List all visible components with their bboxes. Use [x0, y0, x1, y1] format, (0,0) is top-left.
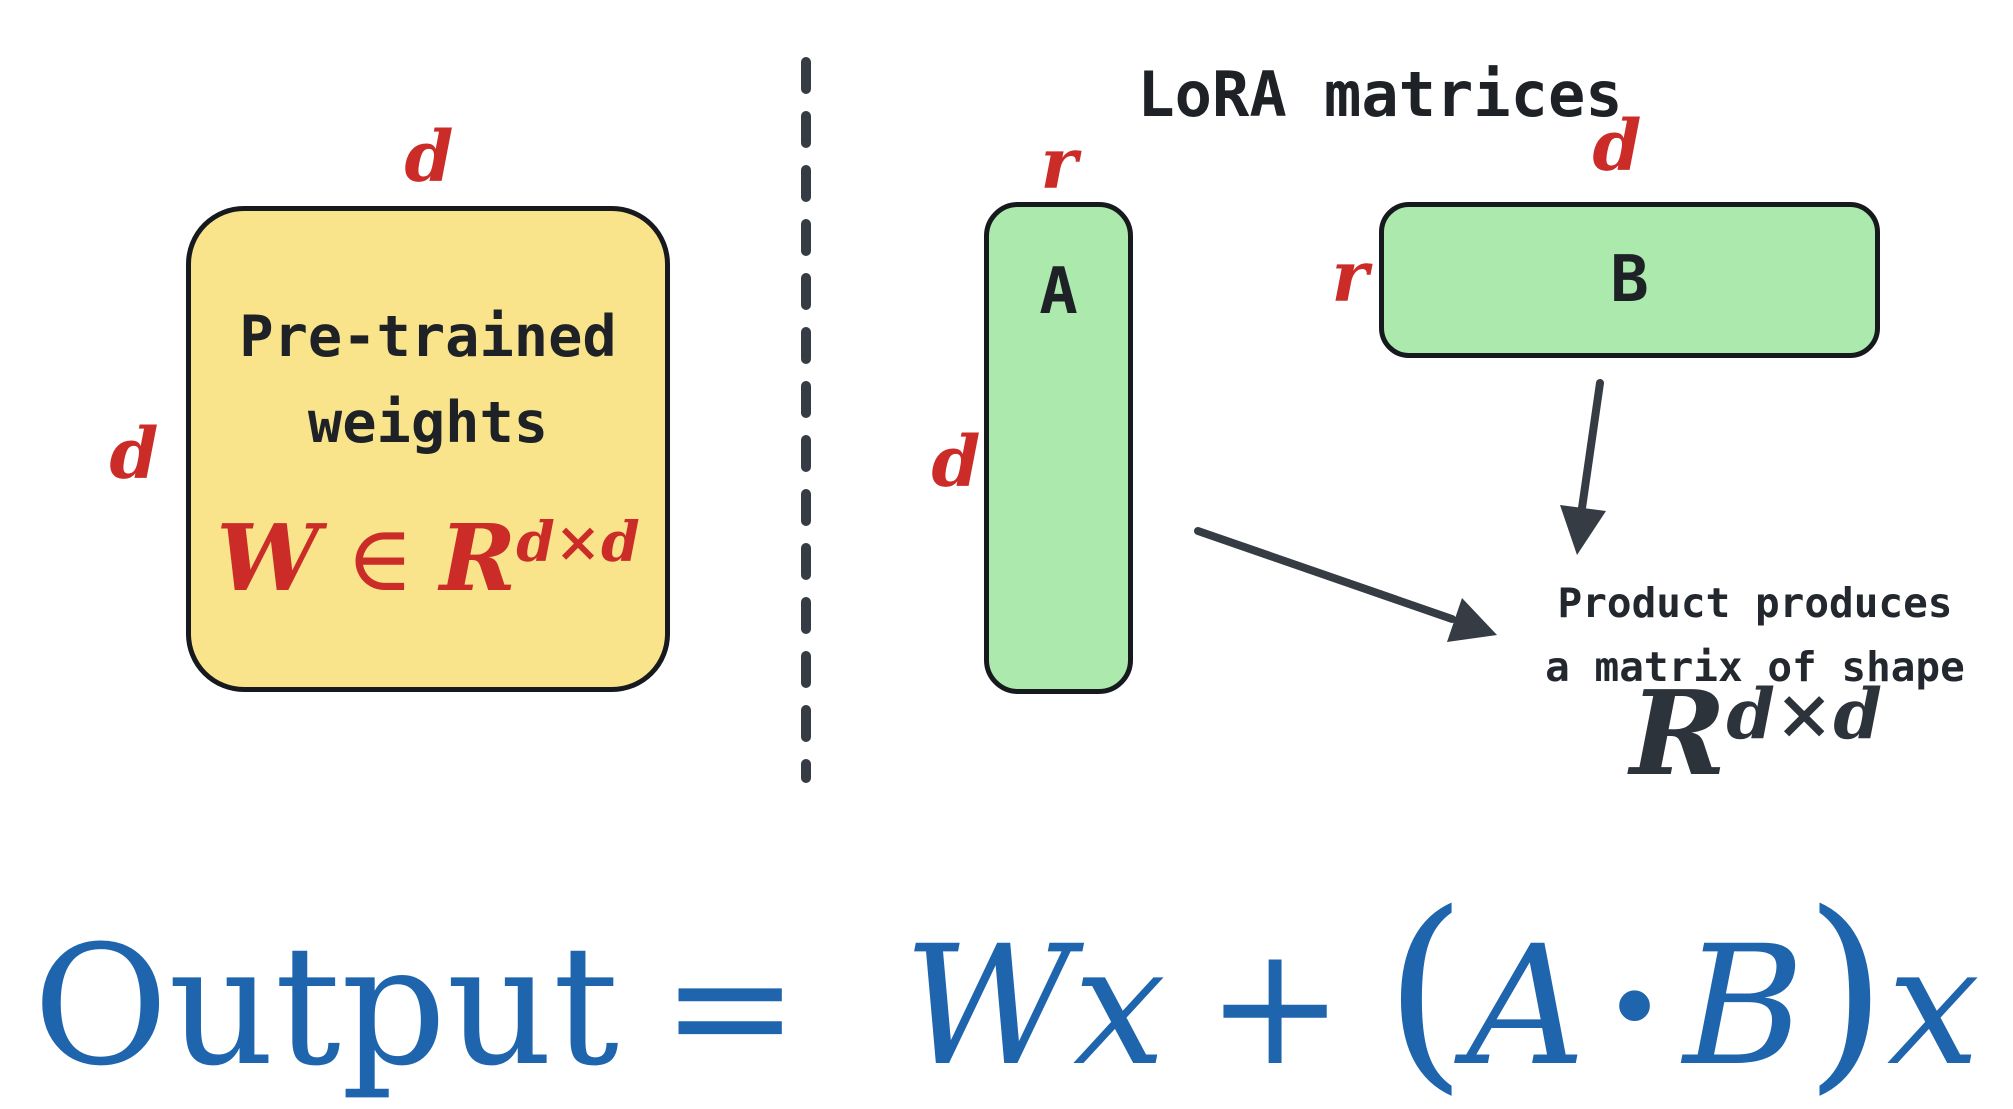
matrix-b-box: B: [1379, 202, 1880, 358]
matrix-a-box: A: [984, 202, 1133, 694]
arrow-b-to-product: [1560, 379, 1606, 555]
equation-output-word: Output: [33, 910, 620, 1102]
matrix-b-dim-top-label: d: [1592, 104, 1642, 187]
matrix-b-dim-left-label: r: [1331, 235, 1369, 318]
product-note: Product produces a matrix of shape: [1530, 572, 1980, 699]
element-of-symbol: ∈: [345, 505, 414, 612]
pretrained-dim-top-label: d: [404, 115, 454, 198]
pretrained-dim-left-label: d: [109, 412, 159, 495]
equation-b-symbol: B: [1683, 910, 1805, 1102]
matrix-b-label: B: [1610, 243, 1649, 317]
equation-x-symbol: x: [1886, 910, 1980, 1102]
matrix-a-dim-top-label: r: [1040, 122, 1078, 205]
matrix-a-label: A: [1039, 255, 1078, 329]
equation-wx-term: Wx: [903, 910, 1166, 1102]
product-set-symbol: R: [1629, 666, 1727, 802]
arrow-a-to-product: [1194, 527, 1497, 642]
output-equation: Output = Wx + ( A · B ) x: [0, 872, 2013, 1109]
formula-superscript: d×d: [516, 510, 640, 576]
pretrained-weights-label-line2: weights: [307, 389, 549, 456]
pretrained-weights-label-line1: Pre-trained: [239, 304, 617, 370]
equation-open-paren: (: [1384, 867, 1467, 1109]
equation-plus-sign: +: [1205, 910, 1345, 1102]
pretrained-weights-label: Pre-trained weights: [239, 295, 617, 466]
equation-dot-operator: ·: [1605, 908, 1664, 1102]
matrix-a-dim-left-label: d: [931, 420, 981, 503]
product-note-line2: a matrix of shape: [1545, 642, 1965, 691]
formula-w-symbol: W: [216, 504, 320, 612]
product-superscript: d×d: [1726, 673, 1883, 755]
pretrained-weights-formula: W∈Rd×d: [216, 512, 639, 605]
equation-a-symbol: A: [1466, 910, 1586, 1102]
equation-close-paren: ): [1804, 867, 1887, 1109]
equation-equals-sign: =: [661, 910, 800, 1102]
product-shape-formula: Rd×d: [1606, 676, 1906, 792]
product-note-line1: Product produces: [1557, 579, 1953, 627]
lora-matrices-title: LoRA matrices: [1137, 58, 1623, 131]
pretrained-weights-box: Pre-trained weights W∈Rd×d: [186, 206, 670, 692]
formula-set-symbol: R: [439, 504, 517, 612]
